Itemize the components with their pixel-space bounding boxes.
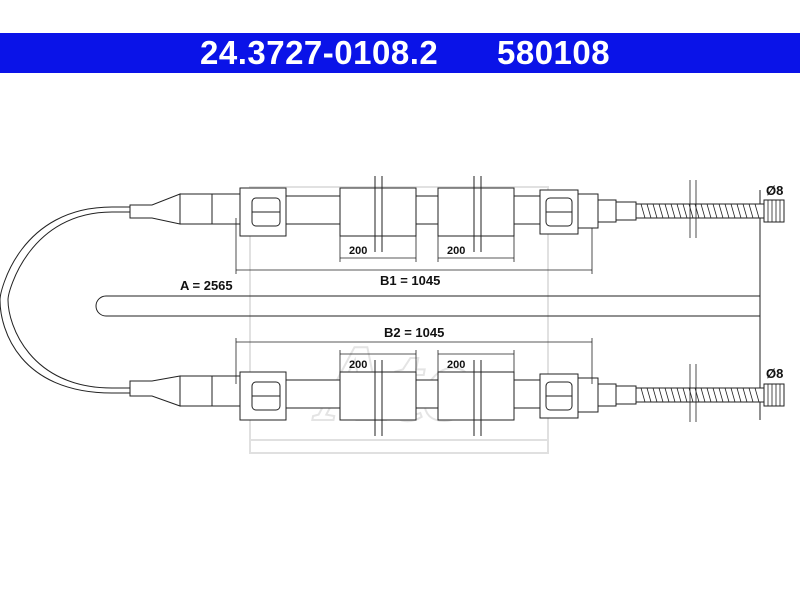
- lower-sheath: [285, 379, 341, 409]
- length-b2-label: B2 = 1045: [384, 325, 444, 340]
- upper-diameter-label: Ø8: [766, 183, 783, 198]
- lower-spacer-right-label: 200: [447, 359, 465, 371]
- length-a-label: A = 2565: [180, 278, 233, 293]
- lower-diameter-label: Ø8: [766, 366, 783, 381]
- upper-spacer-right: [437, 187, 515, 237]
- watermark-frame: [249, 186, 549, 454]
- upper-end-nipple: [763, 199, 785, 223]
- upper-dimension-lines: [235, 218, 593, 274]
- upper-cable-assembly: [129, 176, 785, 252]
- cable-loop-outer: [0, 206, 130, 394]
- lower-cable-assembly: [129, 360, 785, 436]
- lower-spacer-left: [339, 371, 417, 421]
- lower-dimension-lines: [235, 338, 593, 384]
- lower-thread-hatching: [640, 364, 781, 422]
- upper-thread-hatching: [640, 180, 781, 238]
- cable-loop-inner: [7, 211, 130, 389]
- reference-number: 580108: [497, 34, 611, 71]
- lower-spacer-right: [437, 371, 515, 421]
- length-a-outline: [95, 295, 761, 317]
- upper-cone-fitting: [129, 193, 181, 225]
- lower-spacer-left-label: 200: [349, 359, 367, 371]
- upper-spacer-left-label: 200: [349, 245, 367, 257]
- lower-end-nipple: [763, 383, 785, 407]
- title-bar: 24.3727-0108.2 580108: [0, 33, 800, 73]
- upper-spacer-right-label: 200: [447, 245, 465, 257]
- upper-spacer-left: [339, 187, 417, 237]
- lower-cone-fitting: [129, 375, 181, 407]
- part-number: 24.3727-0108.2: [200, 34, 439, 71]
- upper-sheath: [285, 195, 341, 225]
- length-b1-label: B1 = 1045: [380, 273, 440, 288]
